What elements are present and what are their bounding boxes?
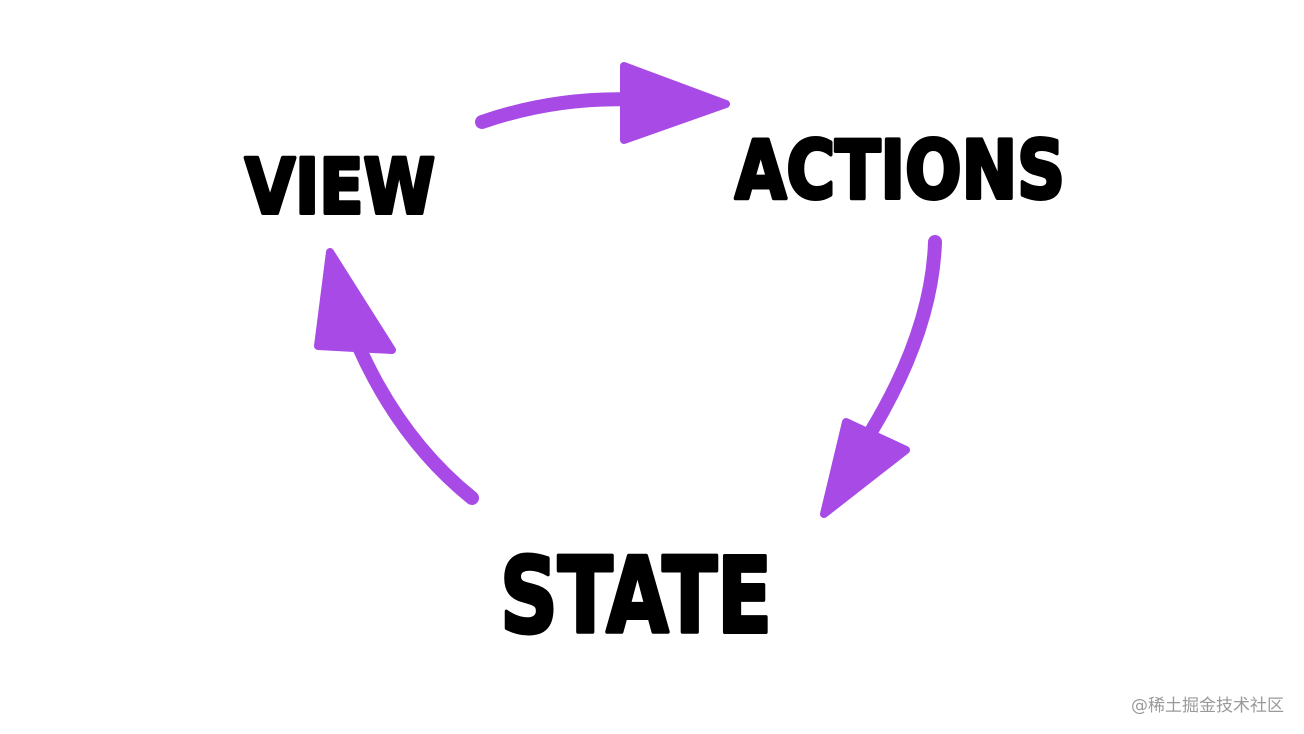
watermark: @稀土掘金技术社区 xyxy=(1131,696,1284,716)
arrow-state-to-view xyxy=(314,248,479,505)
node-view: VIEW xyxy=(245,142,435,231)
arrow-view-to-actions xyxy=(475,62,730,144)
node-state: STATE xyxy=(500,535,772,657)
arrow-actions-to-state xyxy=(820,235,942,518)
node-actions: ACTIONS xyxy=(735,124,1065,217)
